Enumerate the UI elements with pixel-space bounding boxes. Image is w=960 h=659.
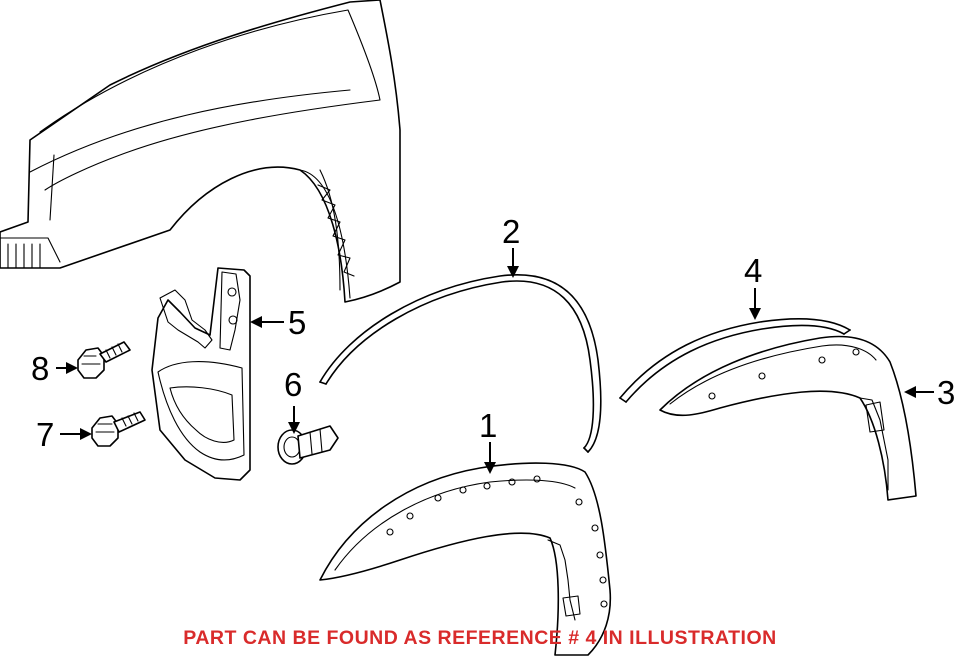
callout-number-4: 4 (744, 252, 762, 289)
callout-2: 2 (502, 213, 520, 278)
flare-part-3 (659, 335, 917, 501)
molding-part-2 (319, 274, 602, 453)
mud-flap-part (151, 267, 251, 481)
callout-number-8: 8 (31, 350, 49, 387)
bolt-part-8 (77, 341, 131, 379)
callout-5: 5 (250, 304, 306, 341)
flare-part-1 (319, 462, 612, 656)
callout-4: 4 (744, 252, 762, 320)
callout-number-3: 3 (937, 374, 955, 411)
callout-7: 7 (36, 416, 92, 453)
reference-notice: PART CAN BE FOUND AS REFERENCE # 4 IN IL… (183, 627, 777, 649)
callout-8: 8 (31, 350, 78, 387)
callout-number-7: 7 (36, 416, 54, 453)
callout-number-2: 2 (502, 213, 520, 250)
push-clip-part (277, 425, 339, 465)
callout-1: 1 (479, 407, 497, 474)
callout-number-1: 1 (479, 407, 497, 444)
molding-part-4 (619, 317, 851, 403)
callout-3: 3 (904, 374, 955, 411)
fender-illustration (0, 0, 401, 303)
bolt-part-7 (91, 411, 146, 447)
callout-number-6: 6 (284, 366, 302, 403)
callout-6: 6 (284, 366, 302, 434)
callout-number-5: 5 (288, 304, 306, 341)
